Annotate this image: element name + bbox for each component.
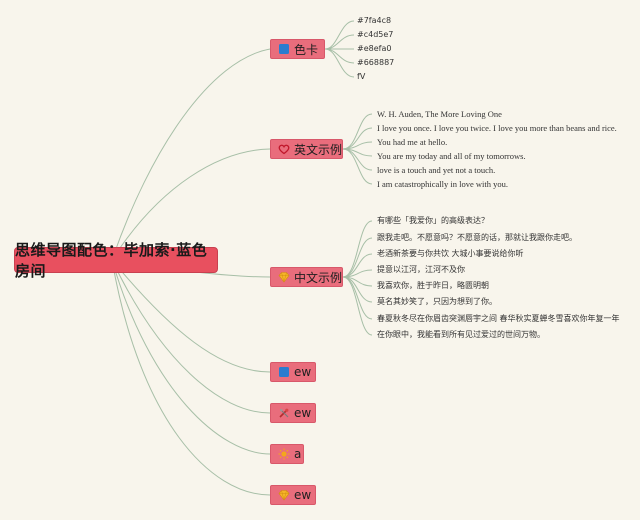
branch-ew-2[interactable]: ew [270, 403, 316, 423]
branch-label: ew [294, 365, 312, 379]
leaf-line-2-6 [342, 148, 373, 185]
connector-root-branch-7 [111, 259, 271, 496]
leaf-chinese-7[interactable]: 春夏秋冬尽在你眉齿突渊唇宇之间 春华秋实夏蝉冬雪喜欢你年复一年 [377, 314, 620, 323]
blue-square-icon [277, 366, 290, 379]
leaf-english-3[interactable]: You had me at hello. [377, 137, 448, 147]
leaf-chinese-3[interactable]: 老酒新茶要与你共饮 大城小事要说给你听 [377, 249, 524, 258]
connector-root-branch-5 [111, 259, 271, 414]
leaf-english-6[interactable]: I am catastrophically in love with you. [377, 179, 509, 189]
branch-chinese-examples[interactable]: 中文示例 [270, 267, 343, 287]
connector-root-branch-2 [111, 148, 271, 261]
branch-ew-1[interactable]: ew [270, 362, 316, 382]
branch-a[interactable]: a [270, 444, 304, 464]
leaf-english-1[interactable]: W. H. Auden, The More Loving One [377, 109, 502, 119]
connector-root-branch-4 [111, 259, 271, 373]
root-topic[interactable]: 思维导图配色：毕加索·蓝色房间 [14, 241, 218, 280]
branch-label: ew [294, 406, 312, 420]
connector-root-branch-6 [111, 259, 271, 455]
branch-label: 色卡 [294, 42, 319, 57]
branch-label: ew [294, 488, 312, 502]
root-topic-label: 思维导图配色：毕加索·蓝色房间 [15, 241, 208, 280]
leaf-line-1-2 [324, 34, 355, 50]
leaf-line-3-8 [342, 276, 373, 336]
heart-outline-icon [277, 143, 290, 156]
leaf-chinese-6[interactable]: 莫名其妙笑了，只因为想到了你。 [377, 297, 497, 306]
leaf-chinese-1[interactable]: 有哪些「我爱你」的高级表达？ [377, 216, 489, 225]
diamond-icon [277, 489, 290, 502]
branch-label: a [294, 447, 302, 461]
blue-square-icon [277, 43, 290, 56]
sun-icon [277, 448, 290, 461]
leaf-english-4[interactable]: You are my today and all of my tomorrows… [377, 151, 526, 161]
leaf-color-1[interactable]: #7fa4c8 [357, 16, 392, 25]
branch-ew-3[interactable]: ew [270, 485, 316, 505]
leaf-line-3-1 [342, 220, 373, 278]
leaf-line-1-4 [324, 48, 355, 64]
leaf-line-2-1 [342, 113, 373, 150]
branch-color-card[interactable]: 色卡 [270, 39, 325, 59]
diamond-icon [277, 271, 290, 284]
leaf-color-4[interactable]: #668887 [357, 58, 395, 67]
leaf-chinese-4[interactable]: 提意以江河，江河不及你 [377, 265, 465, 274]
leaf-color-5[interactable]: fV [357, 72, 366, 81]
connector-root-branch-1 [111, 48, 271, 261]
leaf-line-1-5 [324, 48, 355, 78]
leaf-english-5[interactable]: love is a touch and yet not a touch. [377, 165, 496, 175]
tools-icon [277, 407, 290, 420]
leaf-color-2[interactable]: #c4d5e7 [357, 30, 394, 39]
branch-label: 中文示例 [294, 270, 343, 285]
leaf-line-3-7 [342, 276, 373, 320]
leaf-line-1-1 [324, 20, 355, 50]
leaf-color-3[interactable]: #e8efa0 [357, 44, 392, 53]
leaf-chinese-5[interactable]: 我喜欢你，胜于昨日，略匮明朝 [377, 281, 489, 290]
leaf-english-2[interactable]: I love you once. I love you twice. I lov… [377, 123, 617, 133]
branch-english-examples[interactable]: 英文示例 [270, 139, 343, 159]
leaf-chinese-8[interactable]: 在你眼中，我能看到所有见过爱过的世间万物。 [377, 330, 545, 339]
leaf-line-3-2 [342, 237, 373, 278]
branch-label: 英文示例 [294, 142, 343, 157]
leaf-chinese-2[interactable]: 跟我走吧。不愿意吗？不愿意的话，那就让我跟你走吧。 [377, 233, 577, 242]
